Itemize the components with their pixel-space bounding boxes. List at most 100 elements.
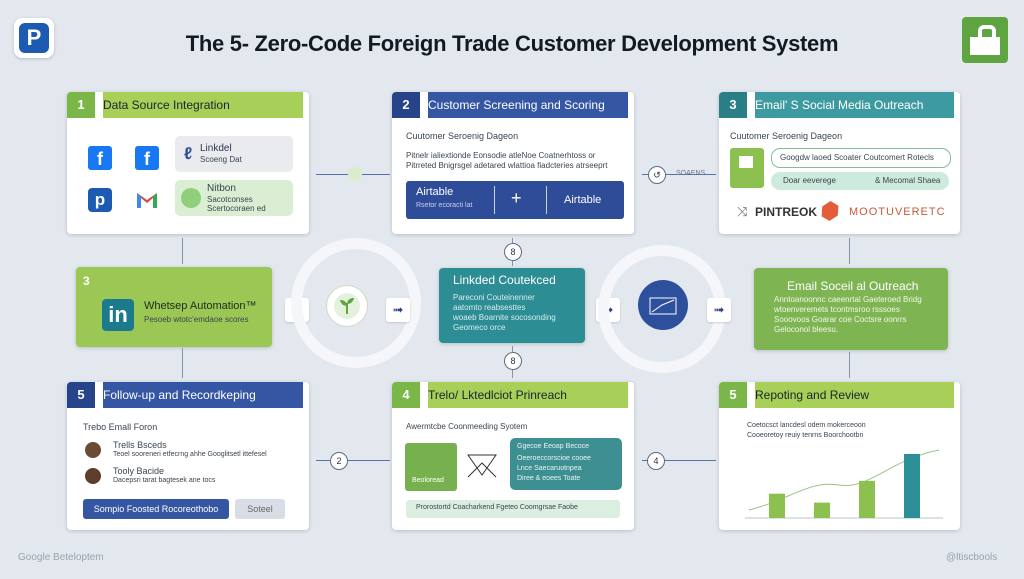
document-icon	[730, 148, 764, 188]
bar-b	[814, 502, 830, 518]
app-logo: P	[14, 18, 54, 58]
board-icon: Beoloread	[405, 443, 457, 491]
card-title: Data Source Integration	[103, 92, 303, 118]
bottom-banner[interactable]: Prorostortd Coacharkend Fgeteo Coomgrsae…	[406, 500, 620, 518]
card-line: woaeb Boarnite socosonding	[453, 313, 556, 322]
step-number: 5	[67, 382, 95, 408]
bubble-line: Diree & eoees Toate	[517, 475, 581, 482]
card-whatsapp-automation[interactable]: 3 in Whetsep Automation™ Pesoeb wtotc’em…	[76, 267, 272, 347]
record-button[interactable]: Sompio Foosted Rocoreothobo	[83, 499, 229, 519]
step-number: 4	[392, 382, 420, 408]
card-line: Cooeoretoy reuiy tenrns Boorchootbn	[747, 432, 864, 439]
pin-icon: ⤨	[737, 204, 748, 219]
airtable-bar[interactable]: Airtable Rsetor ecoracti lat + Airtable	[406, 181, 624, 219]
step-number: 3	[83, 274, 90, 288]
google-pill[interactable]: Googdw laoed Scoater Coutcomert Rotecls	[771, 148, 951, 168]
network-icon	[462, 447, 502, 487]
card-line: Pareconi Couteinenner	[453, 293, 535, 302]
footer-right-label: @ltiscbools	[946, 552, 998, 563]
step-number: 3	[719, 92, 747, 118]
connector-line	[316, 460, 390, 461]
bar-label: Airtable	[416, 186, 454, 198]
chip-line: Scoeng Dat	[200, 155, 242, 164]
bubble-line: Ggecoe Eeoap Becoce	[517, 443, 589, 450]
linkedin-source-chip[interactable]: ℓ Linkdel Scoeng Dat	[175, 136, 293, 172]
card-subtitle: Awermtcbe Coonmeeding Syotem	[406, 422, 528, 431]
connector-line	[642, 174, 716, 175]
chip-line: Nitbon	[207, 183, 236, 194]
bubble-line: Oeeroeccorscioe cooee	[517, 455, 591, 462]
avatar	[85, 442, 101, 458]
card-title: Customer Screening and Scoring	[428, 92, 628, 118]
leaf-icon	[181, 188, 201, 208]
card-title: Trelo/ Lktedlciot Prinreach	[428, 382, 628, 408]
connector-line	[849, 238, 850, 264]
bar-d	[904, 454, 920, 518]
card-linkedin-contacted[interactable]: Linkded Coutekced Pareconi Couteinenner …	[439, 268, 585, 343]
connector-node: 8	[504, 243, 522, 261]
footer-left-label: Google Beteloptem	[18, 552, 104, 563]
card-reporting-review[interactable]: 5 Repoting and Review Coetocsct lancdesl …	[719, 382, 960, 530]
connector-node: 2	[330, 452, 348, 470]
chip-line: Sacotconses	[207, 195, 253, 204]
linkedin-icon: ℓ	[184, 144, 193, 163]
card-follow-up[interactable]: 5 Follow-up and Recordkeping Trebo Emall …	[67, 382, 309, 530]
board-label: Beoloread	[412, 477, 444, 484]
card-line: wtoenveremets tcontmsroo rsssoes	[774, 305, 900, 314]
flow-arrow-icon: ➟	[386, 298, 410, 322]
bubble-line: Lnce Saecaruotnpea	[517, 465, 582, 472]
facebook-icon: f	[88, 146, 112, 170]
connector-node: 8	[504, 352, 522, 370]
step-number: 5	[719, 382, 747, 408]
card-title: Whetsep Automation™	[144, 300, 257, 312]
chart-icon	[638, 280, 688, 330]
divider	[546, 186, 547, 214]
hexagon-icon	[818, 199, 843, 224]
flow-arrow-icon: ➟	[707, 298, 731, 322]
linkedin-icon: in	[102, 299, 134, 331]
brand-badge-icon	[962, 17, 1008, 63]
social-pill[interactable]: Doar eeverege & Mecomal Shaea	[771, 172, 949, 190]
secondary-button[interactable]: Soteel	[235, 499, 285, 519]
plus-icon: +	[511, 188, 522, 208]
pill-label: & Mecomal Shaea	[875, 176, 941, 185]
card-title: Follow-up and Recordkeping	[103, 382, 303, 408]
person-name: Tooly Bacide	[113, 466, 165, 476]
connector-dot	[348, 167, 362, 181]
card-line: Geloconol bleesu.	[774, 325, 839, 334]
card-title: Repoting and Review	[755, 382, 954, 408]
page-title: The 5- Zero-Code Foreign Trade Customer …	[185, 31, 839, 56]
mini-bar-chart	[745, 449, 943, 519]
card-line: Coetocsct lancdesl odem mokerceoon	[747, 422, 866, 429]
pipedrive-icon: p	[88, 188, 112, 212]
banner-label: Prorostortd Coacharkend Fgeteo Coomgrsae…	[416, 504, 578, 511]
card-desc: Pitnelr ialiextionde Eonsodie atleNoe Co…	[406, 151, 596, 160]
card-trello-outreach[interactable]: 4 Trelo/ Lktedlciot Prinreach Awermtcbe C…	[392, 382, 634, 530]
step-number: 1	[67, 92, 95, 118]
bar-c	[859, 480, 875, 518]
bar-label: Airtable	[564, 194, 602, 206]
step-number: 2	[392, 92, 420, 118]
bar-a	[769, 493, 785, 518]
person-desc: Teoel sooreneri etfecrng ahhe Googlitset…	[113, 451, 267, 458]
nitbon-source-chip[interactable]: Nitbon Sacotconses Scertocoraen ed	[175, 180, 293, 216]
pill-label: Googdw laoed Scoater Coutcomert Rotecls	[780, 153, 934, 162]
connector-node: 4	[647, 452, 665, 470]
card-line: Sooovoos Goarar coe Coctsre oonrrs	[774, 315, 907, 324]
pill-label: Doar eeverege	[783, 176, 836, 185]
message-bubble[interactable]: Ggecoe Eeoap Becoce Oeeroeccorscioe cooe…	[510, 438, 622, 490]
card-subtitle: Trebo Emall Foron	[83, 422, 158, 432]
chip-line: Linkdel	[200, 143, 232, 154]
card-email-social-outreach-2[interactable]: Email Soceil al Outreach Anntoanoonnc ca…	[754, 268, 948, 350]
connector-line	[849, 352, 850, 378]
card-line: Anntoanoonnc caeenrtal Gaeteroed Bridg	[774, 295, 922, 304]
connector-line	[182, 348, 183, 378]
avatar	[85, 468, 101, 484]
pintreok-label: PINTREOK	[755, 205, 818, 219]
card-title: Linkded Coutekced	[453, 273, 556, 287]
divider	[494, 186, 495, 214]
flow-ring	[291, 238, 421, 368]
